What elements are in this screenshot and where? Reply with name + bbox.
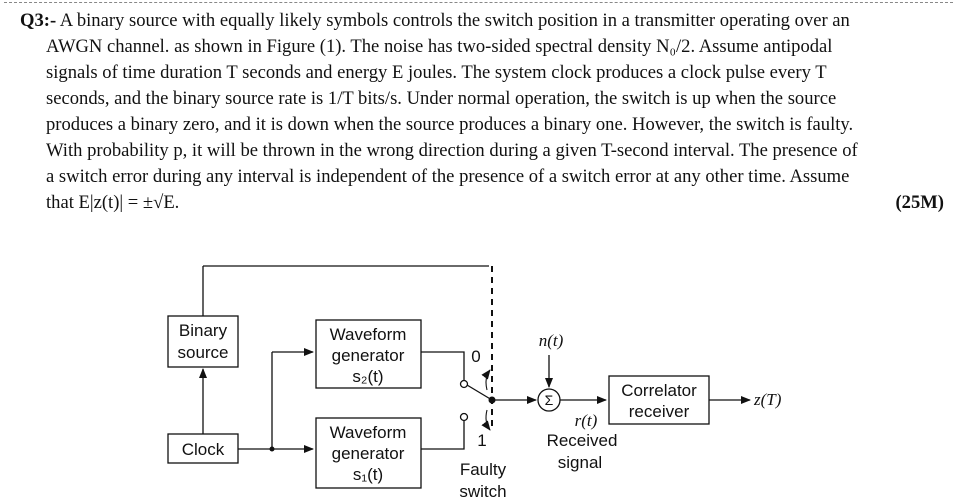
switch-motion-arrow-down — [481, 409, 491, 431]
waveform-generator-s1-block — [315, 417, 422, 489]
binary-source-block — [167, 315, 239, 368]
binary-source-label-1: Binary — [179, 321, 228, 340]
question-text: Q3:- A binary source with equally likely… — [20, 8, 944, 216]
wg-s2-label-3: s₂(t) — [352, 367, 383, 386]
output-label: z(T) — [753, 390, 782, 409]
clock-junction-dot — [269, 446, 275, 452]
correlator-receiver-block — [608, 375, 710, 425]
question-line-7: a switch error during any interval is in… — [46, 166, 850, 187]
noise-label: n(t) — [539, 331, 564, 350]
correlator-label-1: Correlator — [621, 381, 697, 400]
sum-symbol: Σ — [545, 392, 554, 408]
switch-bottom-wire — [421, 421, 465, 450]
question-line-1: Q3:- A binary source with equally likely… — [20, 10, 850, 31]
question-line-3: signals of time duration T seconds and e… — [46, 62, 827, 83]
switch-pivot-dot — [488, 396, 496, 404]
correlator-label-2: receiver — [629, 402, 690, 421]
switch-top-wire — [421, 351, 465, 380]
received-rt-label: r(t) — [575, 411, 598, 430]
question-label: Q3:- — [20, 10, 57, 31]
wg-s2-label-2: generator — [332, 346, 405, 365]
clock-block — [167, 433, 239, 464]
switch-bottom-label: 1 — [477, 431, 486, 450]
wg-s1-label-3: s₁(t) — [353, 465, 383, 484]
switch-motion-arrow-up — [481, 369, 491, 391]
question-line-6: With probability p, it will be thrown in… — [46, 140, 858, 161]
clock-label: Clock — [182, 440, 225, 459]
marks-label: (25M) — [895, 192, 944, 213]
received-label: Received — [547, 431, 618, 450]
wg-s1-label-2: generator — [332, 444, 405, 463]
switch-top-label: 0 — [471, 347, 480, 366]
signal-label: signal — [558, 453, 602, 472]
question-line-4: seconds, and the binary source rate is 1… — [46, 88, 837, 109]
question-line-2: AWGN channel. as shown in Figure (1). Th… — [46, 36, 833, 57]
faulty-switch-label-1: Faulty — [460, 460, 507, 479]
wg-s2-label-1: Waveform — [330, 325, 407, 344]
binary-source-label-2: source — [177, 343, 228, 362]
switch-bottom-contact — [459, 412, 469, 422]
question-line-5: produces a binary zero, and it is down w… — [46, 114, 854, 135]
faulty-switch-label-2: switch — [459, 482, 506, 501]
wg-s1-label-1: Waveform — [330, 423, 407, 442]
switch-arm — [466, 384, 493, 401]
question-line-8: that E|z(t)| = ±√E.(25M) — [20, 190, 944, 216]
switch-top-contact — [459, 379, 469, 389]
waveform-generator-s2-block — [315, 319, 422, 389]
top-divider — [4, 2, 953, 3]
block-diagram: Binary source Clock Waveform generator s… — [167, 265, 782, 501]
